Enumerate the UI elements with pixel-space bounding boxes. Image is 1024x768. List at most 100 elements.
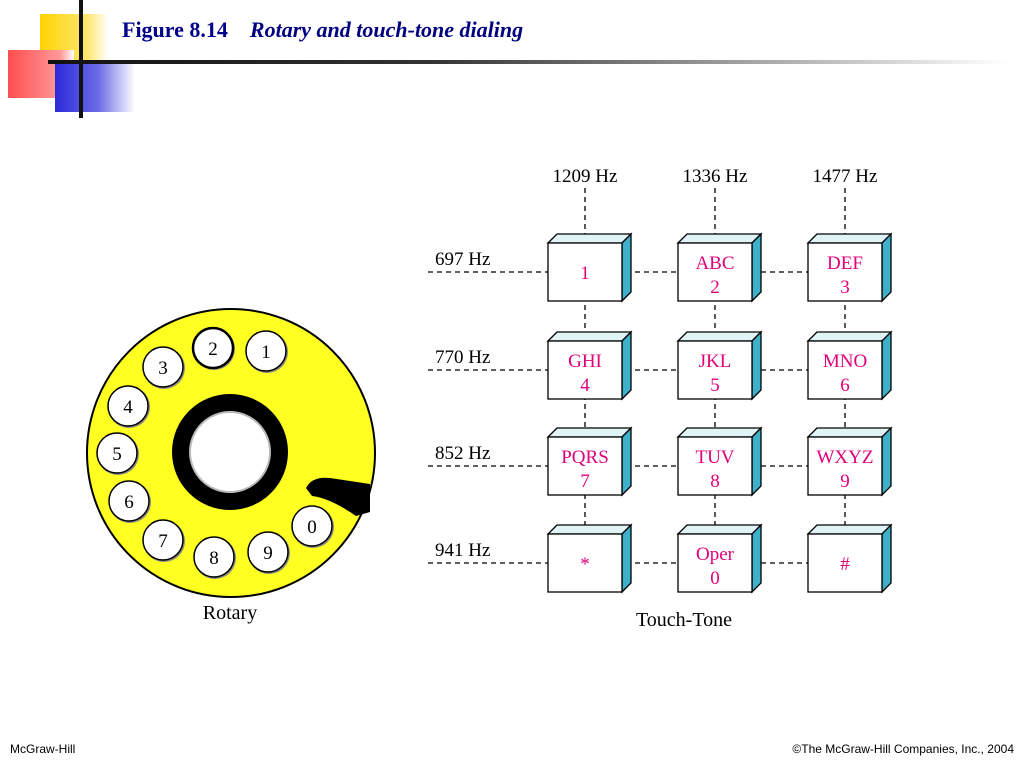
key-top-face <box>806 427 893 438</box>
key-digit: 5 <box>710 375 720 396</box>
key-letters: MNO <box>823 351 867 372</box>
key-letters: TUV <box>695 447 734 468</box>
dial-hole-label: 9 <box>263 543 273 564</box>
key-front-face <box>547 436 623 496</box>
key-letters: PQRS <box>561 447 609 468</box>
row-frequency: 697 Hz <box>435 249 490 270</box>
frequency-grid-lines <box>428 188 846 564</box>
key-front-face <box>807 242 883 302</box>
dial-hole-circle <box>245 330 287 372</box>
key-side-face <box>621 330 632 401</box>
key-digit: 4 <box>580 375 590 396</box>
column-frequency: 1336 Hz <box>683 166 748 187</box>
key-top-face <box>546 427 633 438</box>
key-top-face <box>676 233 763 244</box>
key-front-face <box>807 340 883 400</box>
key-top-face <box>676 427 763 438</box>
dial-hole-3: 3 <box>142 346 185 389</box>
key-star: * <box>546 523 633 594</box>
key-digit: 9 <box>840 471 850 492</box>
key-top-face <box>676 524 763 535</box>
key-front-face <box>547 533 623 593</box>
row-frequency: 941 Hz <box>435 540 490 561</box>
rotary-dial: 1 2 3 4 5 6 7 8 9 0 Rotary <box>86 308 376 624</box>
dial-hole-circle <box>247 531 289 573</box>
row-frequency: 770 Hz <box>435 347 490 368</box>
key-5: JKL 5 <box>676 330 763 401</box>
decor-horizontal-rule <box>48 60 1008 64</box>
key-digit: 0 <box>710 568 720 589</box>
dial-hole-circle <box>193 536 235 578</box>
dial-hole-6: 6 <box>108 480 151 523</box>
rotary-label: Rotary <box>203 602 257 624</box>
dial-hole-label: 7 <box>158 531 168 552</box>
key-side-face <box>881 426 892 497</box>
dial-hole-label: 3 <box>158 358 168 379</box>
key-label: * <box>580 554 590 575</box>
key-top-face <box>546 331 633 342</box>
key-digit: 8 <box>710 471 720 492</box>
dial-hole-label: 0 <box>307 517 317 538</box>
dial-hole-5: 5 <box>96 432 139 475</box>
key-top-face <box>546 524 633 535</box>
key-1: 1 <box>546 232 633 303</box>
dial-hole-label: 5 <box>112 444 122 465</box>
key-digit: 2 <box>710 277 720 298</box>
key-label: # <box>840 554 850 575</box>
dial-hole-0: 0 <box>291 505 334 548</box>
footer-publisher: McGraw-Hill <box>10 742 76 756</box>
dial-hole-1: 1 <box>245 330 288 373</box>
decor-blue-square <box>55 62 135 112</box>
dial-hole-label: 4 <box>123 397 133 418</box>
key-top-face <box>546 233 633 244</box>
dial-holes: 1 2 3 4 5 6 7 8 9 0 <box>96 326 334 579</box>
dial-hole-label: 2 <box>208 339 218 360</box>
key-front-face <box>677 242 753 302</box>
row-frequency: 852 Hz <box>435 443 490 464</box>
dial-center-hole <box>189 411 271 493</box>
dial-hole-label: 8 <box>209 548 219 569</box>
dial-hole-circle <box>291 505 333 547</box>
dial-hole-circle <box>142 519 184 561</box>
key-side-face <box>881 523 892 594</box>
key-side-face <box>621 426 632 497</box>
key-side-face <box>751 232 762 303</box>
footer-copyright: ©The McGraw-Hill Companies, Inc., 2004 <box>792 742 1014 756</box>
key-pound: # <box>806 523 893 594</box>
key-letters: GHI <box>568 351 602 372</box>
finger-stop <box>306 477 370 516</box>
key-8: TUV 8 <box>676 426 763 497</box>
key-side-face <box>621 523 632 594</box>
key-side-face <box>751 523 762 594</box>
key-top-face <box>676 331 763 342</box>
dial-hole-9: 9 <box>247 531 290 574</box>
touchtone-label: Touch-Tone <box>636 609 732 631</box>
key-label: 1 <box>580 263 590 284</box>
key-letters: ABC <box>695 253 734 274</box>
key-letters: JKL <box>699 351 732 372</box>
key-front-face <box>677 436 753 496</box>
dial-hole-circle <box>191 326 235 370</box>
key-letters: DEF <box>827 253 863 274</box>
key-4: GHI 4 <box>546 330 633 401</box>
key-0: Oper 0 <box>676 523 763 594</box>
key-side-face <box>881 330 892 401</box>
key-digit: 7 <box>580 471 590 492</box>
key-letters: Oper <box>696 544 735 565</box>
dial-hole-circle <box>107 385 149 427</box>
figure-caption: Rotary and touch-tone dialing <box>249 17 524 42</box>
dial-hole-circle <box>108 480 150 522</box>
key-letters: WXYZ <box>817 447 874 468</box>
dial-hole-label: 1 <box>261 342 271 363</box>
dial-hole-circle <box>142 346 184 388</box>
key-top-face <box>806 524 893 535</box>
dial-hole-8: 8 <box>193 536 236 579</box>
key-front-face <box>547 242 623 302</box>
dial-hole-label: 6 <box>124 492 134 513</box>
